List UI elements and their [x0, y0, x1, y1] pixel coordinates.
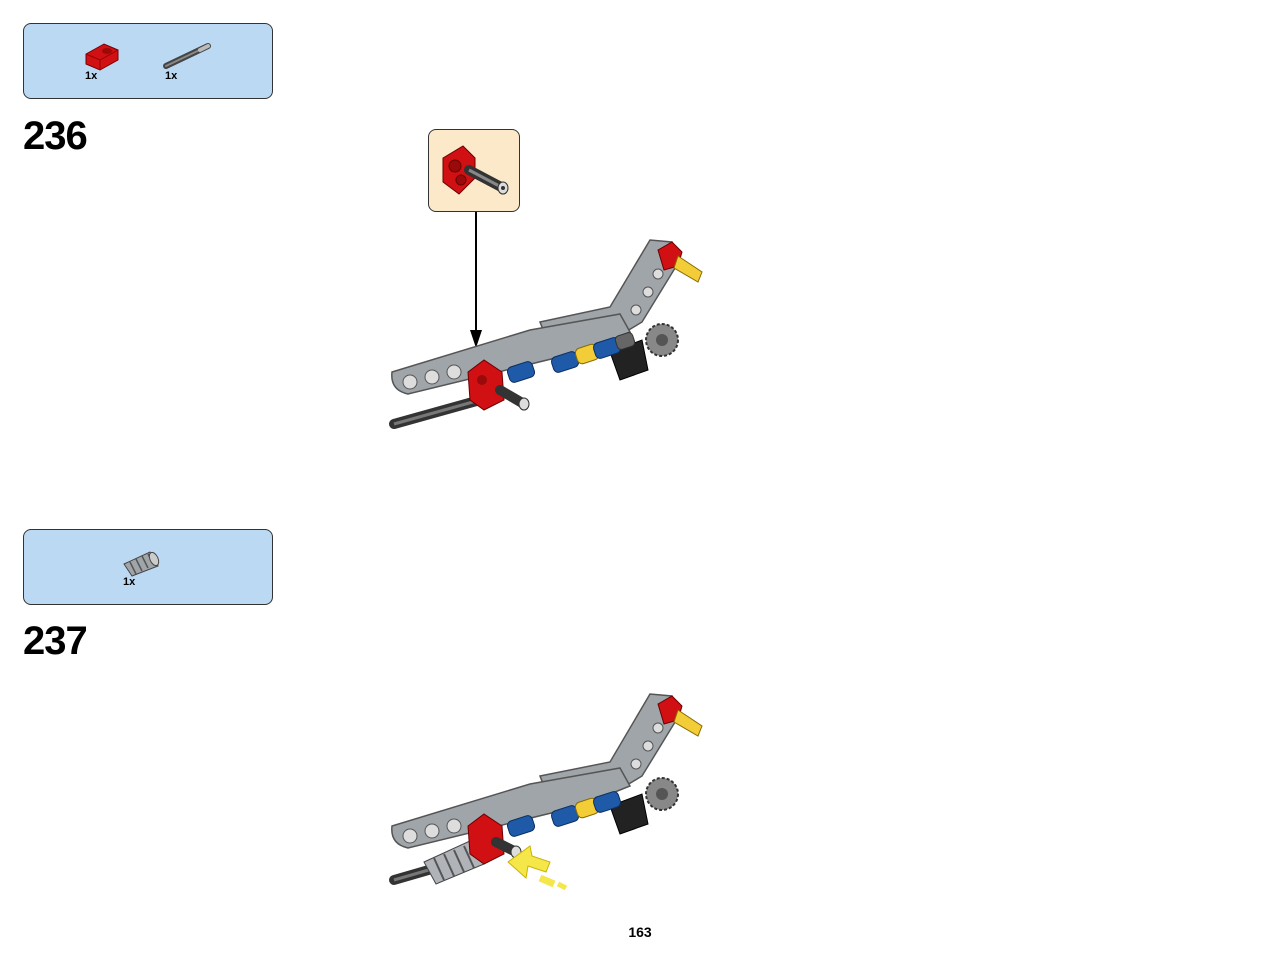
- sub-assembly-illustration: [442, 145, 509, 195]
- grey-axle-icon: [162, 42, 216, 72]
- step-237-model: [389, 693, 703, 891]
- step-236-model: [389, 212, 703, 429]
- worm-gear-icon: [120, 546, 164, 578]
- part-quantity: 1x: [165, 70, 178, 82]
- red-connector-icon: [82, 40, 122, 72]
- step-236-parts-box: 1x 1x: [23, 23, 273, 99]
- page-number: 163: [628, 924, 652, 940]
- part-quantity: 1x: [123, 576, 136, 588]
- part-quantity: 1x: [85, 70, 98, 82]
- sub-assembly-callout: [428, 129, 520, 212]
- step-number: 237: [23, 619, 88, 663]
- step-number: 236: [23, 114, 88, 158]
- step-237-parts-box: 1x: [23, 529, 273, 605]
